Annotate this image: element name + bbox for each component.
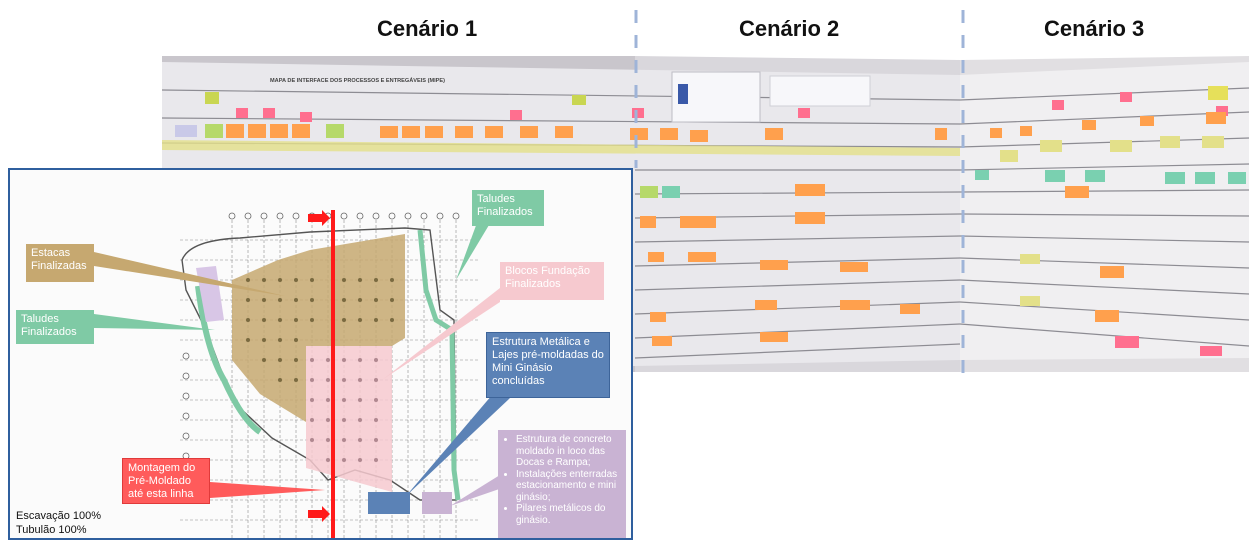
taludes-top-pointer	[456, 220, 492, 280]
board-title: MAPA DE INTERFACE DOS PROCESSOS E ENTREG…	[270, 77, 445, 84]
scenario-1-heading: Cenário 1	[377, 16, 478, 41]
site-plan-drawing	[94, 210, 510, 538]
structure-box	[368, 492, 410, 514]
montagem-callout: Montagem do Pré-Moldado até esta linha	[122, 458, 210, 504]
estacas-area	[232, 234, 405, 422]
blocos-area	[306, 346, 392, 492]
bullets-pointer	[450, 470, 508, 506]
bullet-item: Estrutura de concreto moldado in loco da…	[516, 434, 620, 469]
bullet-item: Instalações enterradas estacionamento e …	[516, 469, 620, 504]
red-arrow-top	[308, 210, 330, 226]
estrutura-pointer	[406, 388, 510, 496]
escavacao-label: Escavação 100%	[16, 510, 101, 522]
estrutura-metalica-callout: Estrutura Metálica e Lajes pré-moldadas …	[486, 332, 610, 398]
taludes-left-strip	[195, 285, 262, 435]
bullet-item: Pilares metálicos do ginásio.	[516, 503, 620, 526]
blocos-pointer	[382, 288, 500, 380]
bullets-box: Estrutura de concreto moldado in loco da…	[498, 430, 626, 538]
tubulao-label: Tubulão 100%	[16, 524, 87, 536]
estacas-callout: Estacas Finalizadas	[26, 244, 94, 282]
site-plan-inset: Estacas Finalizadas Taludes Finalizados …	[8, 168, 633, 540]
docas-box	[422, 492, 452, 514]
taludes-right-strip	[417, 229, 461, 501]
taludes-left-pointer	[94, 314, 215, 330]
scenario-3-heading: Cenário 3	[1044, 16, 1145, 41]
montagem-pointer	[210, 482, 325, 498]
taludes-left-callout: Taludes Finalizados	[16, 310, 94, 344]
estacas-pointer	[94, 252, 285, 296]
red-arrow-bottom	[308, 506, 330, 522]
scenario-2-heading: Cenário 2	[739, 16, 840, 41]
blocos-callout: Blocos Fundação Finalizados	[500, 262, 604, 300]
taludes-top-callout: Taludes Finalizados	[472, 190, 544, 226]
